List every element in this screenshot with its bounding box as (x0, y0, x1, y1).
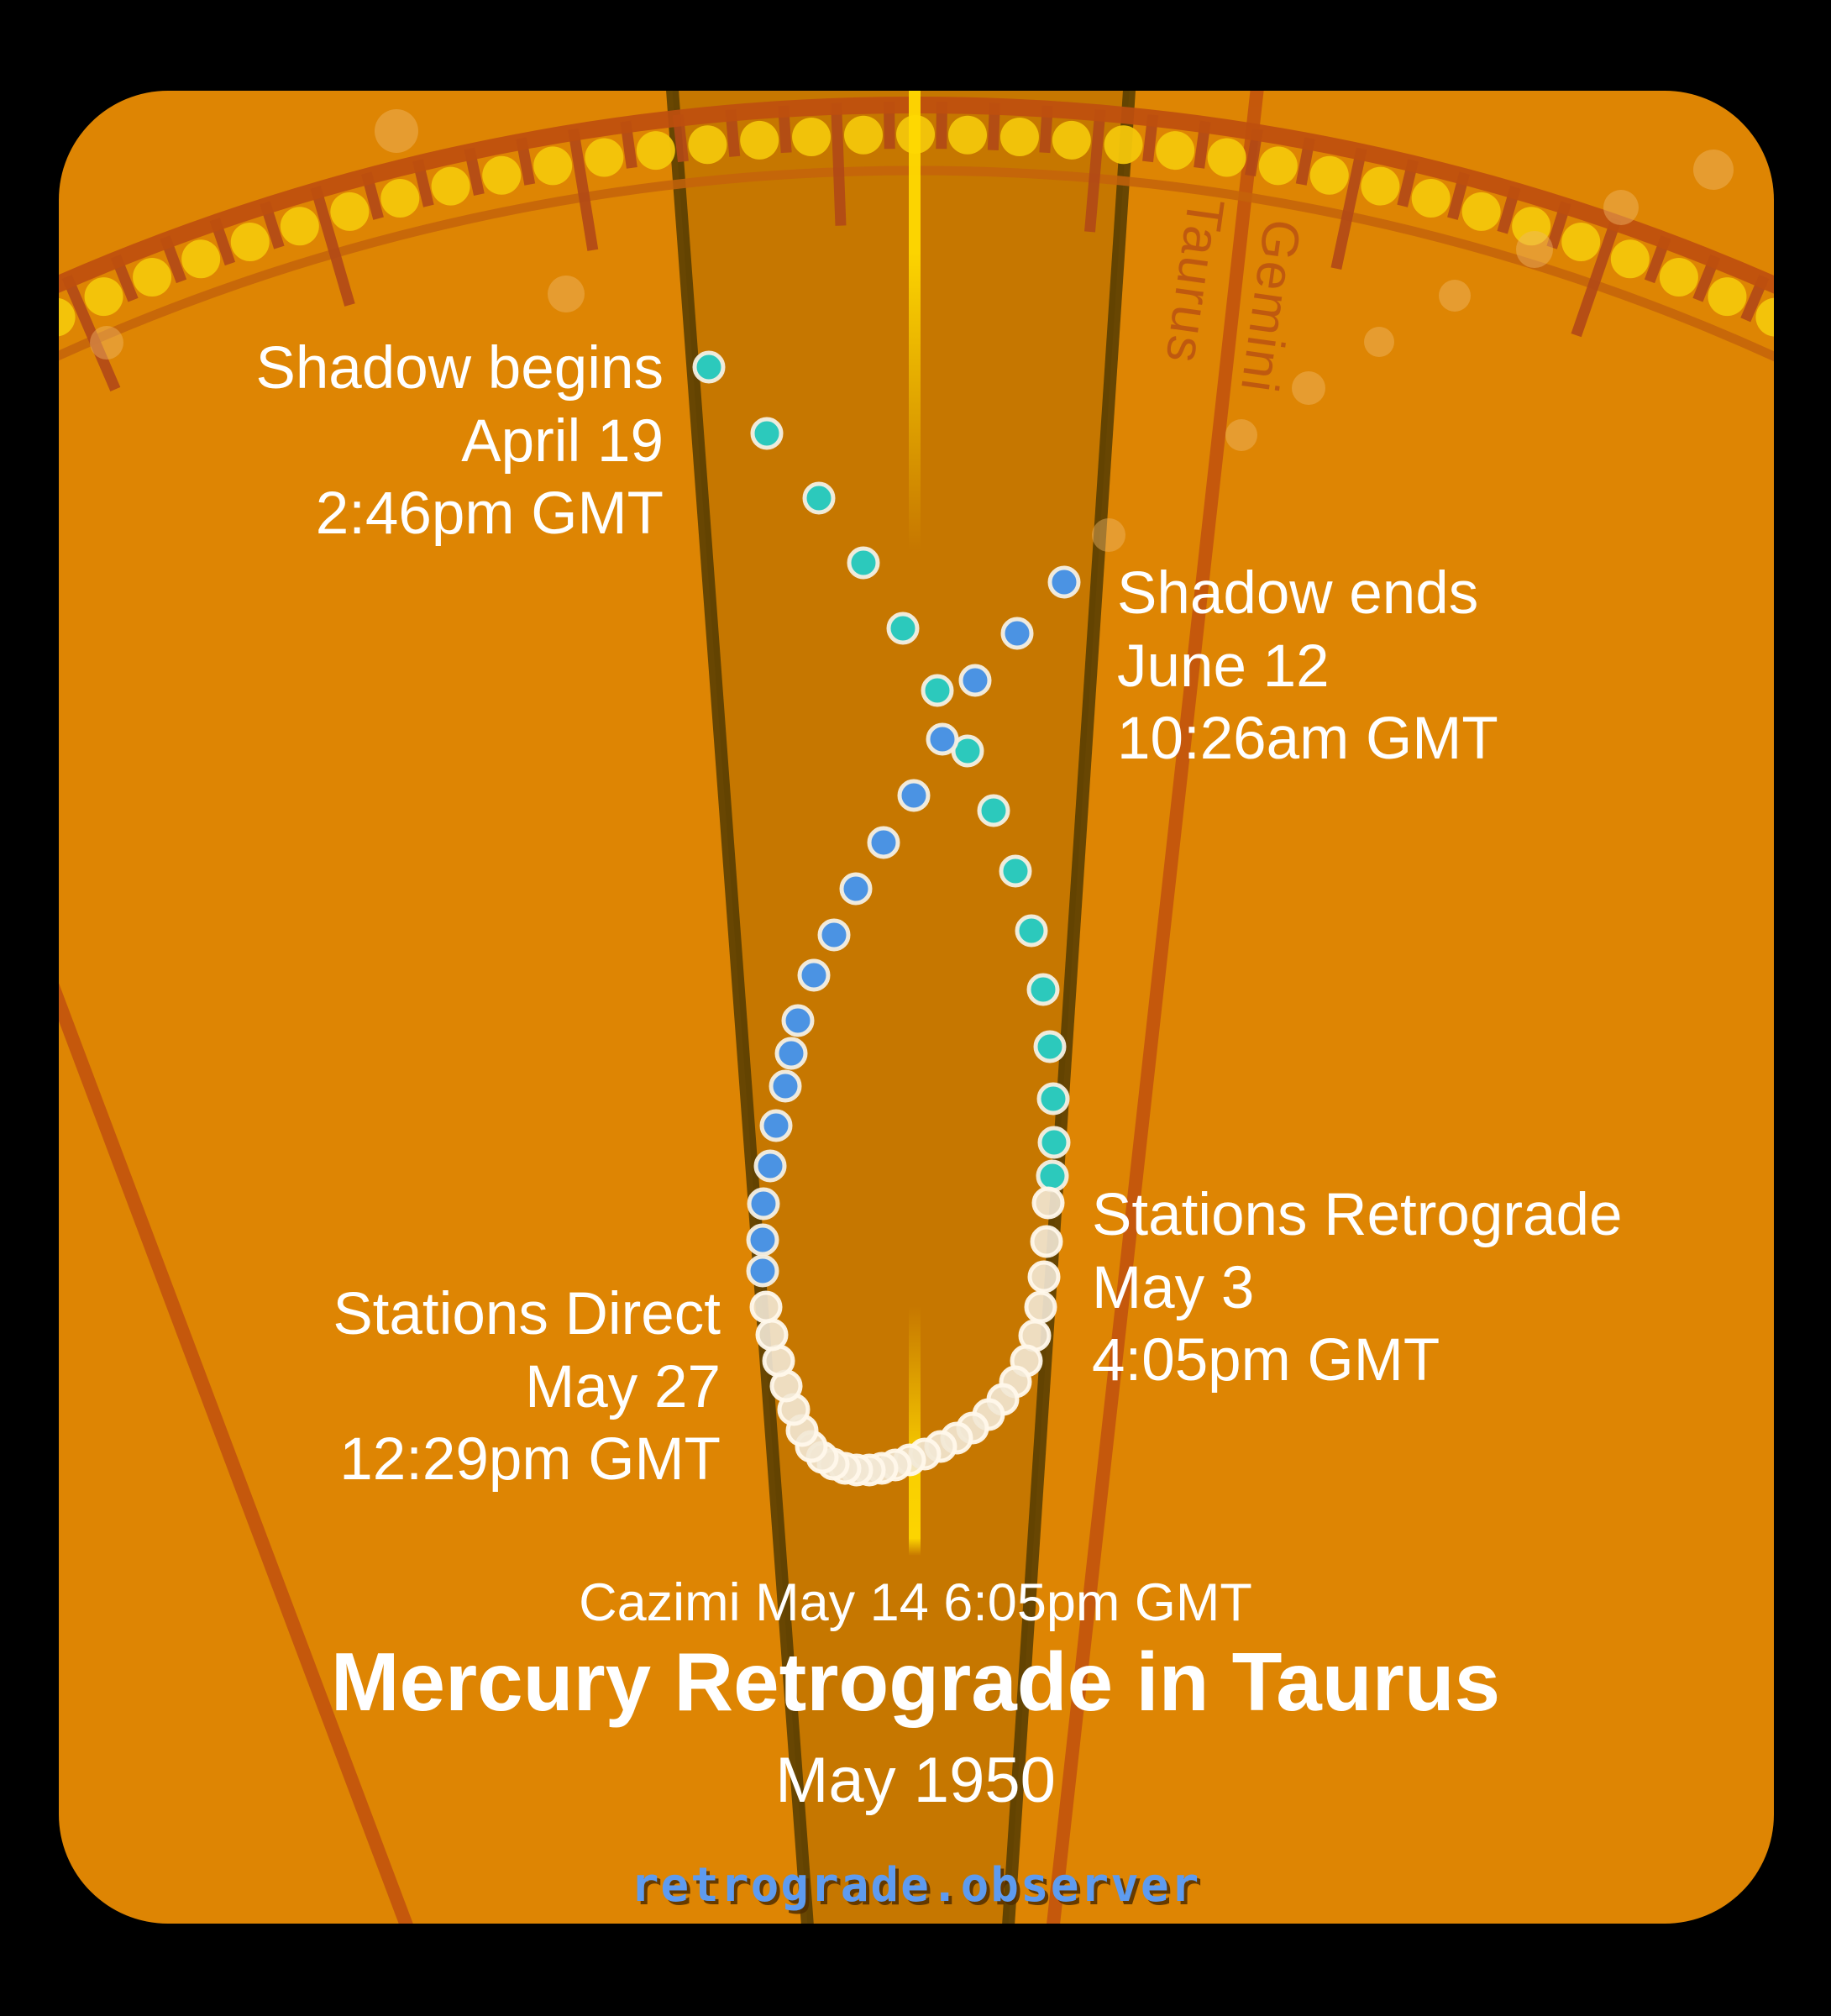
shadow-zone-edge-right (1001, 91, 1136, 1924)
sun-longitude-marker-bottom (909, 1306, 921, 1556)
path-segment-direct-post-shadow (746, 565, 1081, 1288)
shadow-zone-edge-left (665, 91, 815, 1924)
retrograde-zone-band (672, 91, 1130, 1924)
path-segment-direct-pre-shadow (692, 350, 1071, 1193)
sign-boundary-line-left (59, 921, 416, 1924)
background-star-dots (90, 109, 1734, 552)
sun-longitude-marker-top (909, 91, 921, 550)
mercury-path (692, 350, 1081, 1487)
path-segment-retrograde (749, 1186, 1065, 1487)
sign-boundary-line-taurus-gemini (1046, 91, 1265, 1924)
